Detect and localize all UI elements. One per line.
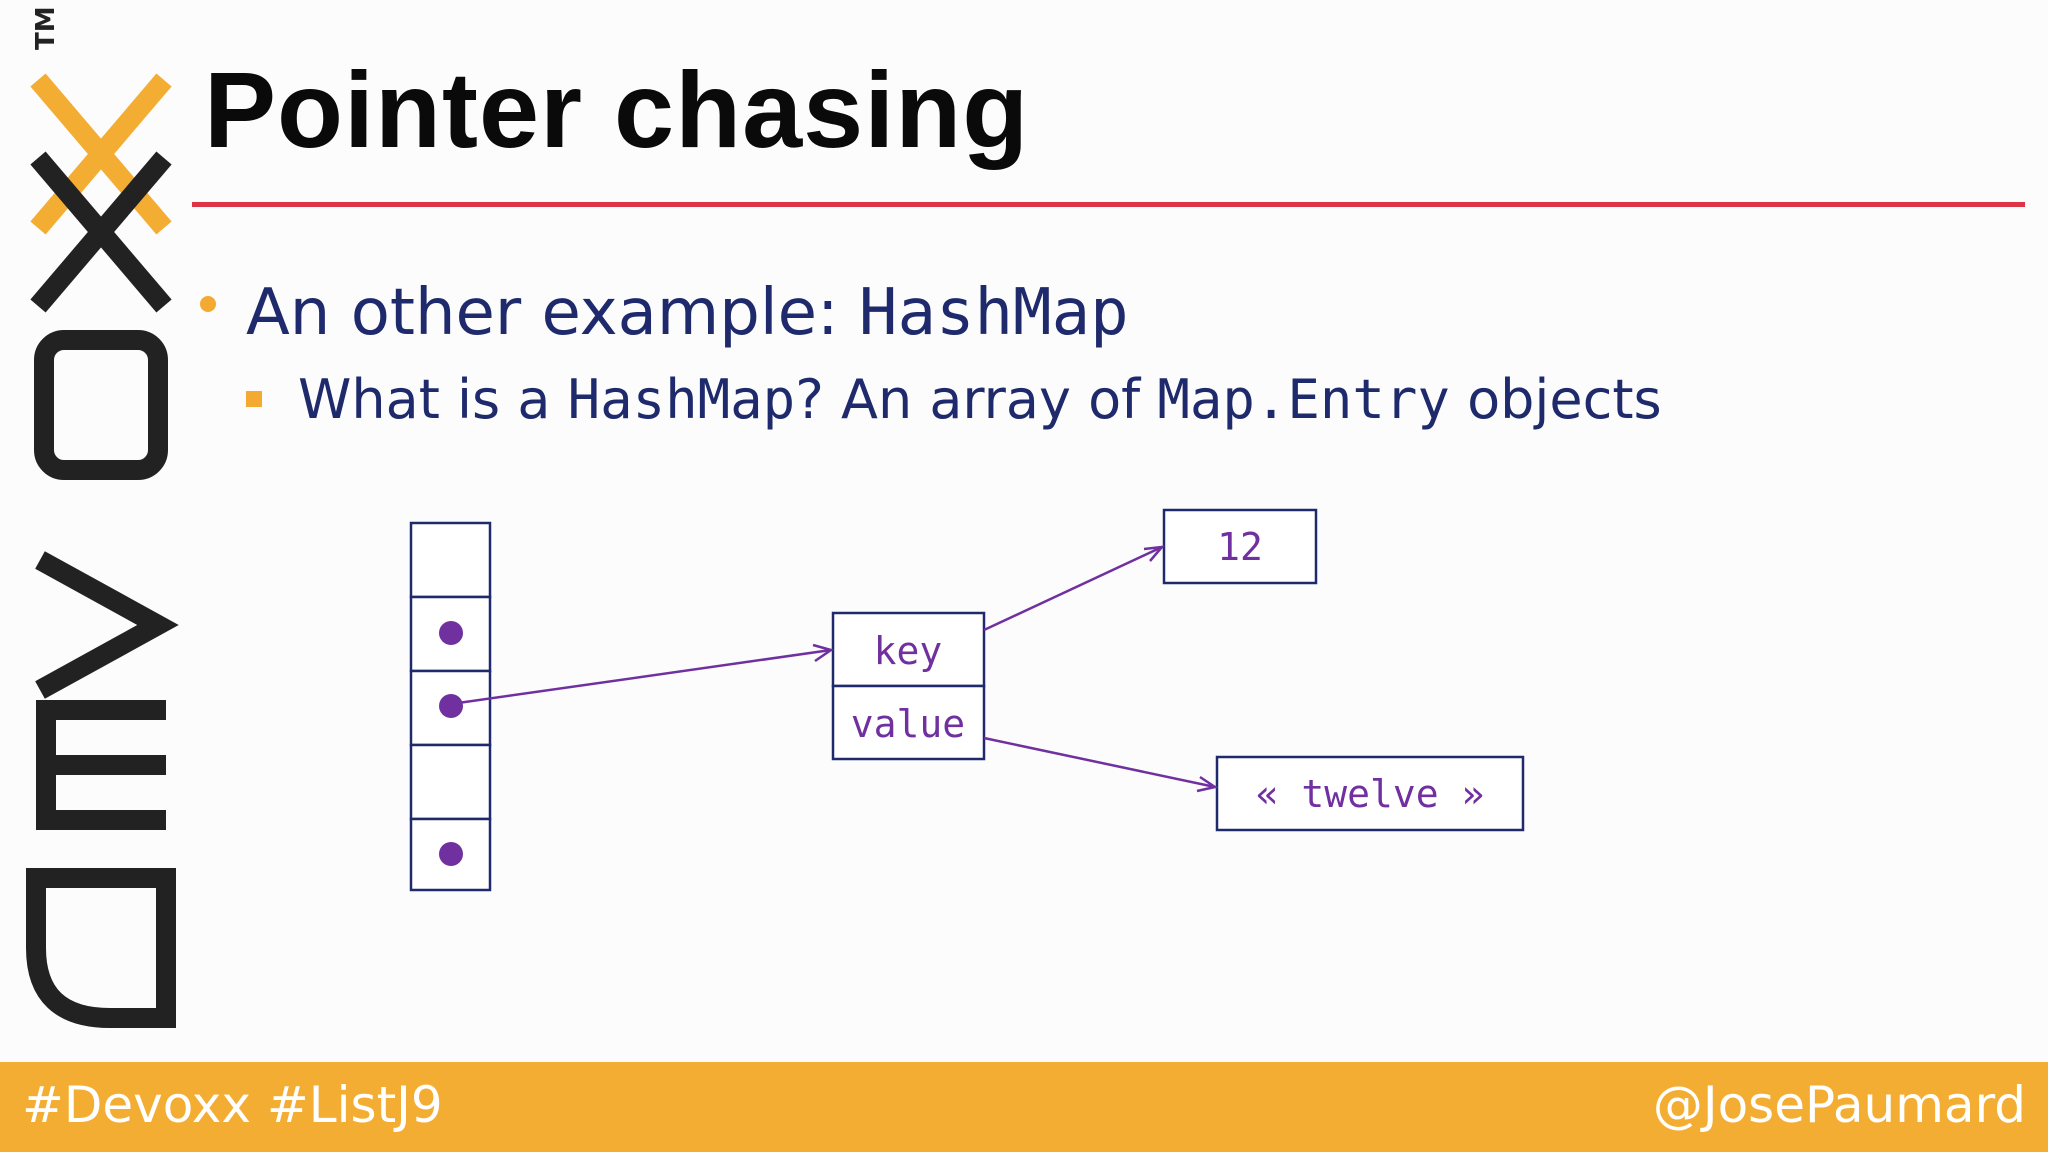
value-object: « twelve » — [1215, 755, 1525, 832]
pointer-dot — [439, 621, 463, 645]
array-slot — [409, 743, 492, 821]
pointer-dot — [439, 842, 463, 866]
key-pointer-arrow — [983, 545, 1163, 632]
key-object: 12 — [1162, 508, 1318, 585]
entry-value-label: value — [851, 702, 965, 746]
key-object-box — [1162, 508, 1318, 585]
value-object-label: « twelve » — [1256, 772, 1485, 816]
entry-key-field — [831, 611, 986, 688]
arrowhead — [1196, 775, 1219, 793]
slide-title: Pointer chasing — [204, 49, 1030, 170]
sub-bullet-text-3: objects — [1449, 368, 1662, 431]
logo-v — [35, 551, 179, 699]
bullet-text: An other example: — [246, 276, 859, 350]
devoxx-logo: TM — [0, 0, 200, 1062]
bullet-dot-icon — [200, 296, 216, 312]
title-divider — [192, 202, 2025, 207]
logo-o — [34, 330, 168, 480]
array-slot — [409, 595, 492, 673]
pointer-dot — [439, 694, 463, 718]
bullet-level-1: An other example: HashMap — [200, 276, 1129, 350]
sub-bullet-text-2: ? An array of — [795, 368, 1158, 431]
key-object-label: 12 — [1217, 525, 1263, 569]
footer-twitter-handle: @JosePaumard — [1652, 1076, 2026, 1134]
bullet-code: HashMap — [858, 276, 1129, 350]
logo-x-dark — [30, 151, 172, 313]
value-pointer-arrow — [983, 736, 1216, 789]
footer-bar: #Devoxx #ListJ9 @JosePaumard — [0, 1062, 2048, 1152]
arrowhead — [812, 643, 834, 663]
entry-value-field — [831, 684, 986, 761]
footer-hashtags: #Devoxx #ListJ9 — [22, 1076, 443, 1134]
trademark-mark: TM — [31, 6, 61, 50]
logo-e — [36, 700, 166, 830]
sub-bullet-code-2: Map.Entry — [1157, 368, 1450, 431]
array-slot — [409, 521, 492, 599]
array-slot — [409, 817, 492, 892]
entry-array — [409, 521, 492, 892]
map-entry-object: key value — [831, 611, 986, 761]
value-object-box — [1215, 755, 1525, 832]
array-slot — [409, 669, 492, 747]
bullet-square-icon — [246, 391, 262, 407]
entry-key-label: key — [874, 629, 943, 673]
logo-d — [26, 868, 176, 1028]
arrowhead — [1143, 545, 1166, 562]
sub-bullet-code-1: HashMap — [567, 368, 796, 431]
bullet-level-2: What is a HashMap? An array of Map.Entry… — [246, 368, 1662, 431]
array-to-entry-arrow — [450, 648, 832, 706]
sub-bullet-text-1: What is a — [298, 368, 568, 431]
logo-x-accent — [30, 73, 172, 235]
